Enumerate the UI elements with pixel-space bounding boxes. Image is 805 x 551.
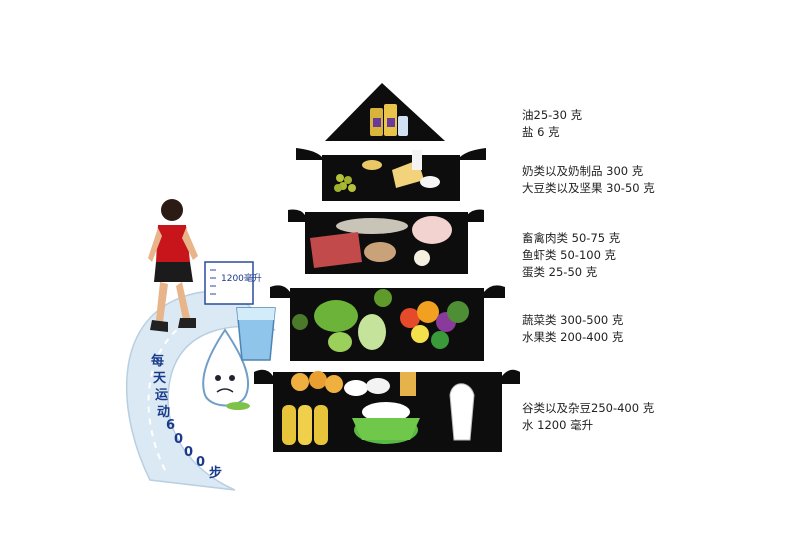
tier-grain-labels: 谷类以及杂豆250-400 克 水 1200 毫升 [522, 400, 654, 434]
tier-dairy-labels: 奶类以及奶制品 300 克 大豆类以及坚果 30-50 克 [522, 163, 655, 197]
exercise-char: 每 [151, 354, 165, 369]
cup-label-card [204, 261, 254, 305]
tier-line: 畜禽肉类 50-75 克 [522, 231, 621, 245]
exercise-char: 0 [196, 455, 206, 470]
vegetables-and-fruits [292, 289, 469, 352]
water-glass [236, 307, 276, 361]
exercise-char: 0 [174, 432, 184, 447]
tier-line: 鱼虾类 50-100 克 [522, 248, 617, 262]
tier-line: 水 1200 毫升 [522, 418, 594, 432]
tier-line: 盐 6 克 [522, 125, 560, 139]
tier-veg-labels: 蔬菜类 300-500 克 水果类 200-400 克 [522, 312, 623, 346]
cup-volume-label: 1200毫升 [221, 274, 262, 284]
tier-line: 大豆类以及坚果 30-50 克 [522, 181, 655, 195]
pyramid-tier-2 [296, 148, 486, 201]
tier-line: 油25-30 克 [522, 108, 583, 122]
exercise-char: 步 [209, 466, 223, 481]
tier-oil-labels: 油25-30 克 盐 6 克 [522, 107, 582, 141]
runner-figure [148, 199, 198, 332]
tier-line: 蛋类 25-50 克 [522, 265, 598, 279]
meat-fish-eggs [310, 216, 452, 268]
dairy-and-beans [334, 150, 440, 192]
tier-line: 谷类以及杂豆250-400 克 [522, 401, 655, 415]
water-drop-mascot [202, 328, 250, 410]
grains [282, 371, 475, 445]
exercise-char: 运 [155, 388, 169, 403]
exercise-char: 天 [153, 371, 167, 386]
exercise-char: 0 [184, 445, 194, 460]
exercise-char: 6 [166, 418, 176, 433]
tier-line: 蔬菜类 300-500 克 [522, 313, 624, 327]
tier-line: 水果类 200-400 克 [522, 330, 624, 344]
tier-meat-labels: 畜禽肉类 50-75 克 鱼虾类 50-100 克 蛋类 25-50 克 [522, 230, 620, 281]
exercise-char: 动 [157, 405, 171, 420]
oil-bottles [370, 104, 408, 136]
tier-line: 奶类以及奶制品 300 克 [522, 164, 644, 178]
